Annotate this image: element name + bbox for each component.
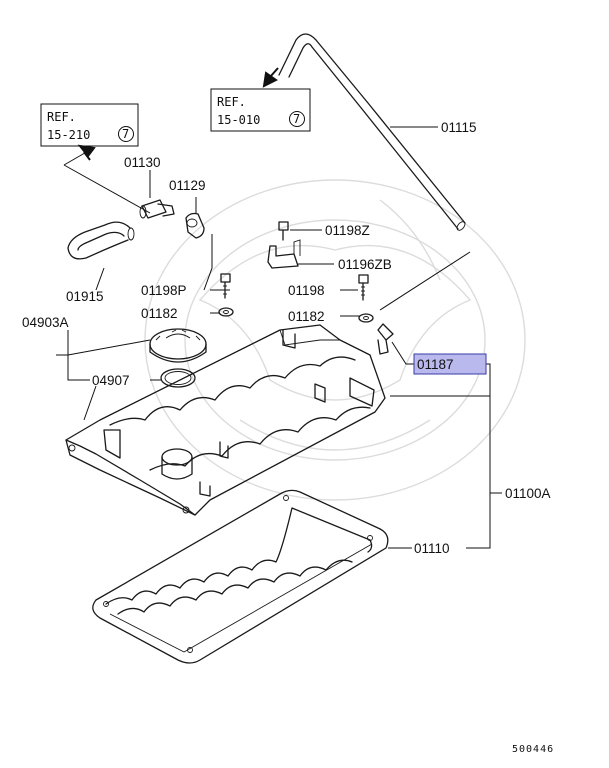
label-01100A[interactable]: 01100A [505,486,551,501]
leader-lines [56,126,502,549]
label-01187[interactable]: 01187 [417,357,454,372]
svg-text:7: 7 [293,112,300,126]
watermark [144,179,526,501]
arrow-icon [77,144,96,161]
ref-box-right[interactable]: REF. 15-010 7 [210,88,311,132]
fitting-01130[interactable] [139,199,175,219]
svg-text:REF.: REF. [47,110,76,124]
washer-01182-left[interactable] [218,307,234,317]
rocker-cover-01100A[interactable] [65,324,386,516]
highlight-01187[interactable] [413,353,487,375]
diagram-code: 500446 [512,744,554,755]
label-01182-left[interactable]: 01182 [141,306,178,321]
label-01198Z[interactable]: 01198Z [325,223,370,238]
pcv-valve-01187[interactable] [377,323,394,355]
label-01915[interactable]: 01915 [66,289,104,304]
label-01129[interactable]: 01129 [169,178,206,193]
label-01115[interactable]: 01115 [441,120,477,135]
label-04903A[interactable]: 04903A [22,315,69,330]
label-01196ZB[interactable]: 01196ZB [338,257,392,272]
bolt-01198[interactable] [358,274,369,301]
bolt-01198Z[interactable] [278,221,289,241]
grommet-01129[interactable] [185,212,205,239]
svg-text:REF.: REF. [217,95,246,109]
bracket-01196ZB[interactable] [267,239,301,269]
o-ring-04907[interactable] [160,368,196,388]
svg-text:15-210: 15-210 [47,128,90,142]
washer-01182-right[interactable] [358,313,374,323]
label-01182-right[interactable]: 01182 [288,309,325,324]
label-04907[interactable]: 04907 [92,373,130,388]
ref-box-left[interactable]: REF. 15-210 7 [40,103,139,147]
pcv-hose-01115[interactable] [278,33,467,232]
breather-hose-01915[interactable] [67,221,135,260]
svg-text:7: 7 [122,127,129,141]
oil-cap-04903A[interactable] [149,328,207,363]
arrow-icon [262,67,279,88]
label-01198P[interactable]: 01198P [141,283,187,298]
gasket-01110[interactable] [92,489,389,664]
svg-text:15-010: 15-010 [217,113,260,127]
label-01110[interactable]: 01110 [414,541,450,556]
label-01198[interactable]: 01198 [288,283,325,298]
label-01130[interactable]: 01130 [124,155,161,170]
